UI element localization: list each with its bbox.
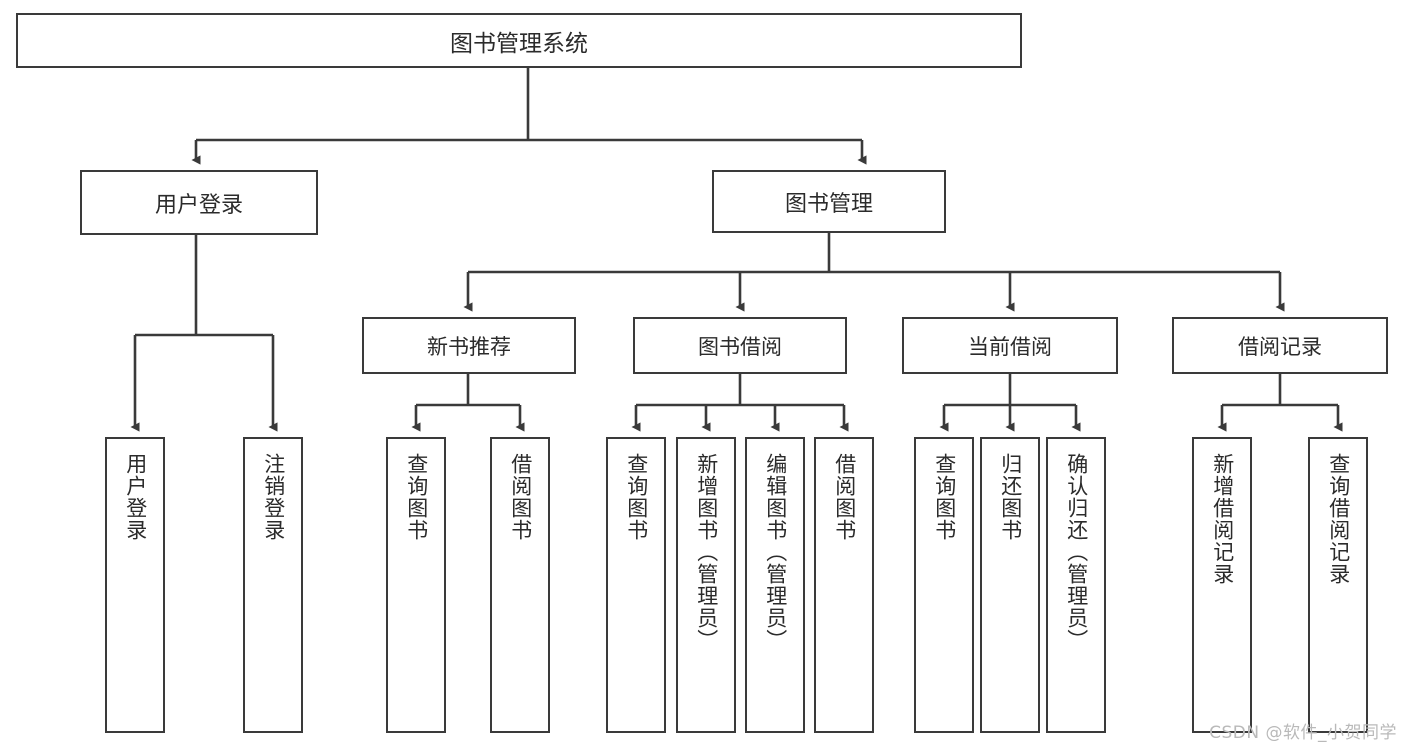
node-book-management[interactable]: 图书管理 (712, 170, 946, 233)
leaf-new-book-borrow[interactable]: 借阅图书 (490, 437, 550, 733)
node-current-borrow[interactable]: 当前借阅 (902, 317, 1118, 374)
leaf-book-borrow-query[interactable]: 查询图书 (606, 437, 666, 733)
leaf-user-login-login[interactable]: 用户登录 (105, 437, 165, 733)
leaf-label: 注销登录 (261, 453, 286, 541)
node-user-login[interactable]: 用户登录 (80, 170, 318, 235)
leaf-borrow-record-add[interactable]: 新增借阅记录 (1192, 437, 1252, 733)
node-book-borrow-label: 图书借阅 (698, 334, 782, 359)
leaf-label: 新增借阅记录 (1210, 453, 1235, 585)
leaf-label: 归还图书 (998, 453, 1023, 541)
node-book-management-label: 图书管理 (784, 191, 873, 217)
leaf-label: 借阅图书 (508, 453, 533, 541)
leaf-label: 借阅图书 (832, 453, 857, 541)
leaf-new-book-query[interactable]: 查询图书 (386, 437, 446, 733)
leaf-label: 确认归还（管理员） (1064, 453, 1089, 651)
node-current-borrow-label: 当前借阅 (968, 334, 1052, 359)
leaf-label: 新增图书（管理员） (694, 453, 719, 651)
watermark: CSDN @软件_小贺同学 (1209, 723, 1397, 743)
node-user-login-label: 用户登录 (154, 192, 243, 218)
leaf-label: 编辑图书（管理员） (763, 453, 788, 651)
leaf-current-borrow-query[interactable]: 查询图书 (914, 437, 974, 733)
node-borrow-record[interactable]: 借阅记录 (1172, 317, 1388, 374)
node-book-borrow[interactable]: 图书借阅 (633, 317, 847, 374)
leaf-borrow-record-query[interactable]: 查询借阅记录 (1308, 437, 1368, 733)
leaf-label: 用户登录 (123, 453, 148, 541)
node-root[interactable]: 图书管理系统 (16, 13, 1022, 68)
leaf-book-borrow-borrow[interactable]: 借阅图书 (814, 437, 874, 733)
leaf-user-login-logout[interactable]: 注销登录 (243, 437, 303, 733)
node-borrow-record-label: 借阅记录 (1238, 334, 1322, 359)
node-new-book-recommend-label: 新书推荐 (427, 334, 511, 359)
leaf-current-borrow-return[interactable]: 归还图书 (980, 437, 1040, 733)
leaf-label: 查询图书 (404, 453, 429, 541)
leaf-current-borrow-confirm-return[interactable]: 确认归还（管理员） (1046, 437, 1106, 733)
leaf-label: 查询借阅记录 (1326, 453, 1351, 585)
node-new-book-recommend[interactable]: 新书推荐 (362, 317, 576, 374)
leaf-label: 查询图书 (932, 453, 957, 541)
leaf-label: 查询图书 (624, 453, 649, 541)
leaf-book-borrow-edit[interactable]: 编辑图书（管理员） (745, 437, 805, 733)
leaf-book-borrow-add[interactable]: 新增图书（管理员） (676, 437, 736, 733)
node-root-label: 图书管理系统 (450, 30, 588, 57)
